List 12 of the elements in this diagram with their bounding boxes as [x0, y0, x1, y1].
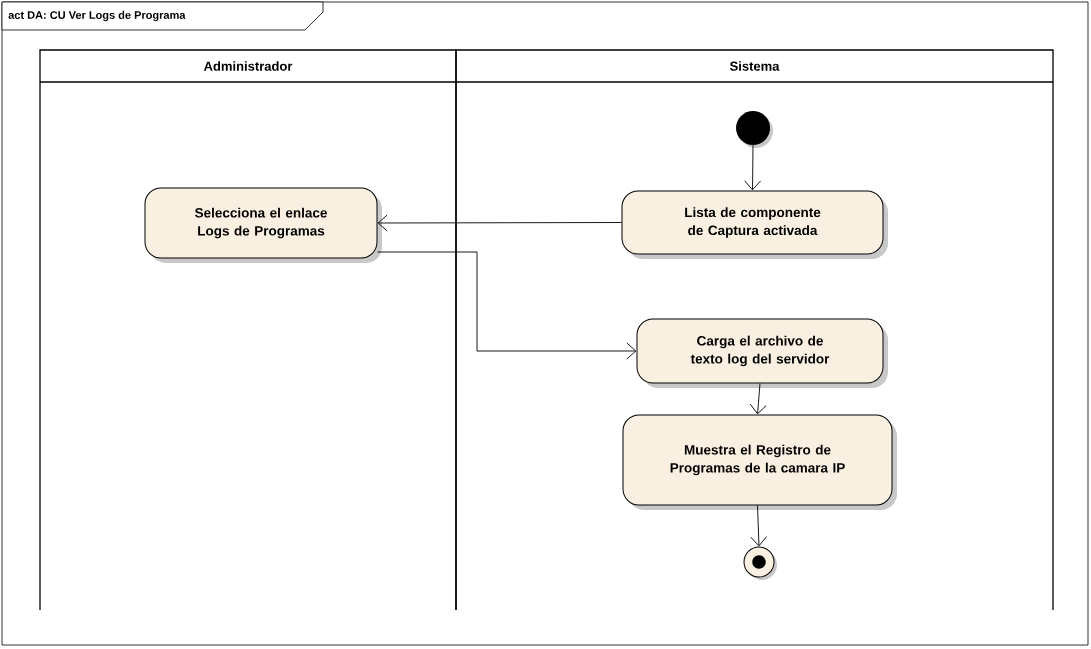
- activity-box: Selecciona el enlace Logs de Programas: [144, 187, 382, 263]
- initial-node: [736, 111, 773, 148]
- arrow: [749, 383, 767, 415]
- arrow: [750, 505, 768, 547]
- activity-box: Carga el archivo de texto log del servidor: [636, 318, 888, 388]
- activity-box: Lista de componente de Captura activada: [621, 190, 888, 259]
- arrow: [377, 214, 622, 232]
- frame-tab: act DA: CU Ver Logs de Programa: [1, 1, 324, 31]
- final-node: [743, 546, 777, 580]
- activity-box: Muestra el Registro de Programas de la camara IP: [622, 414, 897, 510]
- arrow: [377, 251, 637, 360]
- arrow: [744, 144, 762, 191]
